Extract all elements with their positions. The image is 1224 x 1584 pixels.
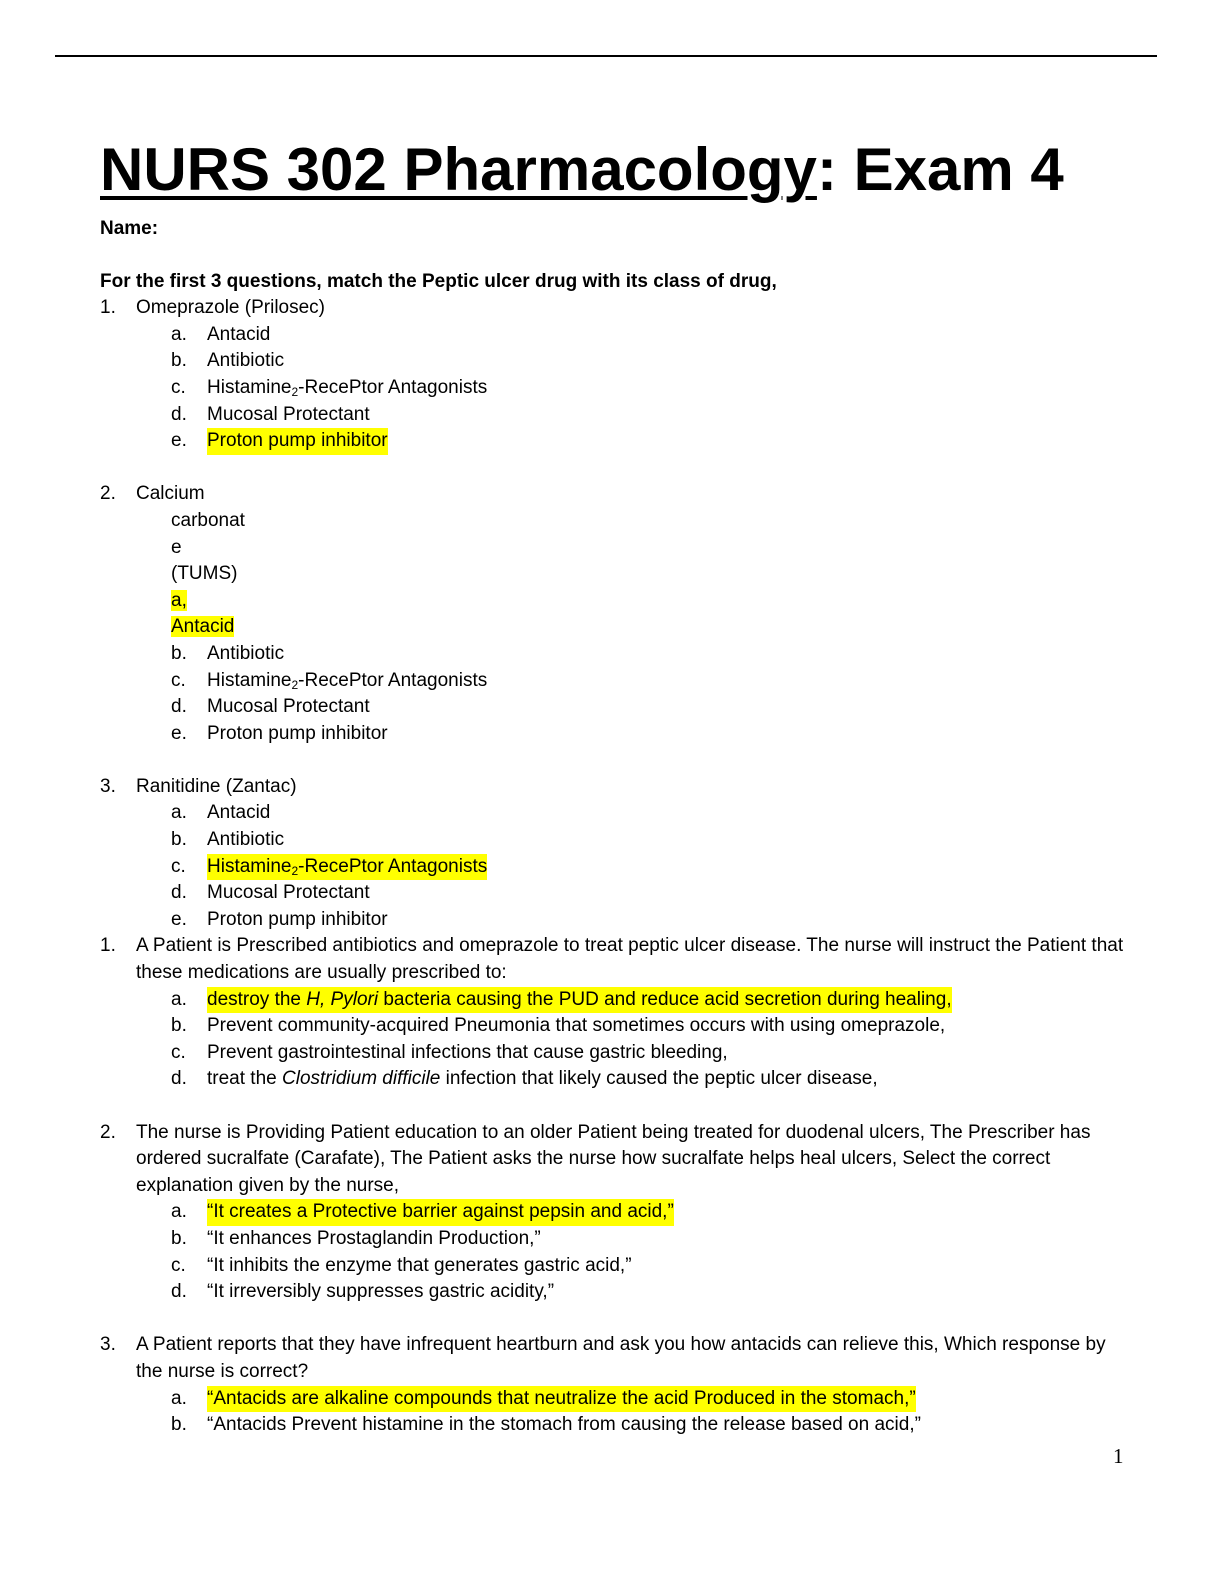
highlighted-answer: “Antacids are alkaline compounds that ne… [207,1385,916,1413]
highlighted-answer: Proton pump inhibitor [207,428,388,455]
option-b: b.“Antacids Prevent histamine in the sto… [171,1414,921,1436]
question-3: 3. Ranitidine (Zantac) [100,774,1130,801]
option-e: e.Proton pump inhibitor [171,722,388,744]
name-label: Name: [100,218,159,239]
question-text: Ranitidine (Zantac) [136,775,297,797]
top-rule [55,55,1157,57]
option-d: d.Mucosal Protectant [171,696,370,718]
question-number: 1. [100,297,116,319]
question-text-continued: carbonat e (TUMS) a, Antacid [171,509,245,638]
option-c: c.Prevent gastrointestinal infections th… [171,1041,728,1063]
title-course: NURS 302 Pharmacology [100,136,817,203]
option-b: b.Prevent community-acquired Pneumonia t… [171,1015,946,1037]
question-number: 1. [100,935,116,957]
question-text: Calcium [136,483,205,505]
question-4: 1. A Patient is Prescribed antibiotics an… [100,933,1130,986]
option-b: b.Antibiotic [171,350,285,372]
option-d: d.Mucosal Protectant [171,882,370,904]
option-c: c.Histamine2-RecePtor Antagonists [171,669,488,692]
document-page: NURS 302 Pharmacology: Exam 4 Name: For … [100,132,1130,1439]
question-5: 2. The nurse is Providing Patient educati… [100,1120,1130,1200]
option-d: d.Mucosal Protectant [171,403,370,425]
option-a-answer: a.“It creates a Protective barrier again… [100,1199,1130,1226]
option-e: e.Proton pump inhibitor [171,908,388,930]
option-d: d.“It irreversibly suppresses gastric ac… [171,1281,555,1303]
highlighted-answer: destroy the H, Pylori bacteria causing t… [207,986,952,1014]
question-text: A Patient reports that they have infrequ… [136,1334,1106,1382]
option-c: c.“It inhibits the enzyme that generates… [171,1254,632,1276]
highlighted-answer: Histamine2-RecePtor Antagonists [207,853,488,881]
option-a-answer: a.“Antacids are alkaline compounds that … [100,1385,1130,1413]
option-b: b.“It enhances Prostaglandin Production,… [171,1227,541,1249]
title-exam: : Exam 4 [816,136,1064,203]
question-2: 2. Calcium [100,481,1130,508]
option-e-answer: e.Proton pump inhibitor [100,428,1130,455]
highlighted-answer: Antacid [171,616,235,638]
option-c-answer: c.Histamine2-RecePtor Antagonists [100,853,1130,881]
question-number: 2. [100,483,116,505]
option-d: d.treat the Clostridium difficile infect… [171,1068,878,1090]
option-a: a.Antacid [171,323,271,345]
question-text: The nurse is Providing Patient education… [136,1121,1091,1196]
option-a: a.Antacid [171,802,271,824]
page-number: 1 [1113,1444,1124,1468]
question-6: 3. A Patient reports that they have infre… [100,1332,1130,1385]
question-text: Omeprazole (Prilosec) [136,297,325,319]
option-a-answer: a.destroy the H, Pylori bacteria causing… [100,986,1130,1014]
question-number: 3. [100,775,116,797]
question-number: 3. [100,1334,116,1356]
highlighted-answer: “It creates a Protective barrier against… [207,1199,674,1226]
question-1: 1. Omeprazole (Prilosec) [100,295,1130,322]
instruction-text: For the first 3 questions, match the Pep… [100,270,777,292]
option-c: c.Histamine2-RecePtor Antagonists [171,376,488,399]
option-b: b.Antibiotic [171,642,285,664]
page-title: NURS 302 Pharmacology: Exam 4 [100,132,1130,208]
question-text: A Patient is Prescribed antibiotics and … [136,935,1124,984]
question-number: 2. [100,1121,116,1143]
option-b: b.Antibiotic [171,829,285,851]
highlighted-answer-letter: a, [171,589,187,611]
